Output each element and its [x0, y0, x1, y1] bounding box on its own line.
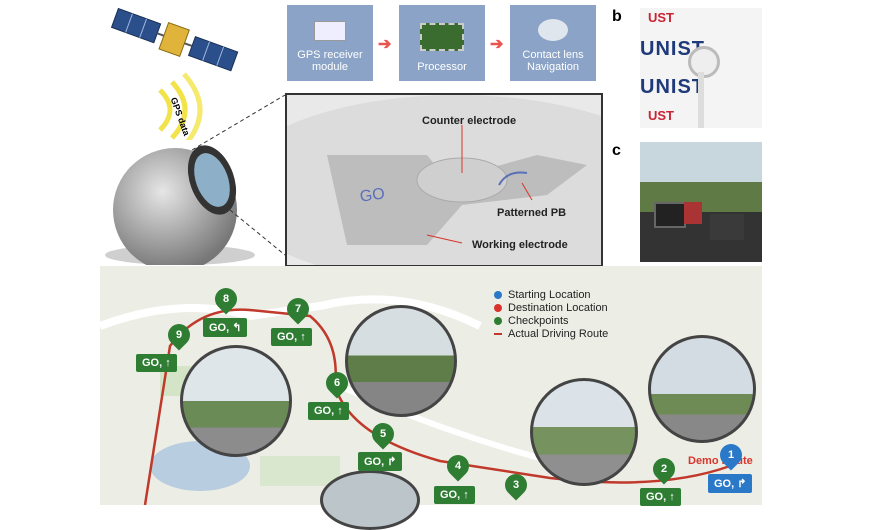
go-engraving: GO [358, 185, 386, 206]
logo-text-3: UNIST [640, 76, 705, 98]
checkpoint-7-tag: GO, ↑ [271, 328, 312, 346]
logo-text-2: UNIST [640, 38, 705, 60]
satellite-illustration [100, 7, 250, 78]
panel-c-photo [640, 142, 762, 262]
panel-b-photo: UST UNIST UNIST UST [640, 8, 762, 128]
checkpoint-4-tag: GO, ↑ [434, 486, 475, 504]
lens-icon [538, 19, 568, 41]
legend-checkpoints: Checkpoints [494, 314, 608, 327]
legend-route: Actual Driving Route [494, 327, 608, 340]
gps-receiver-box: GPS receiver module [287, 5, 373, 81]
road-photo-5 [320, 470, 420, 530]
flow-arrow-1: ➔ [378, 36, 392, 53]
flow-arrow-2: ➔ [490, 36, 504, 53]
logo-text-1: UST [648, 10, 674, 25]
legend-starting: Starting Location [494, 288, 608, 301]
legend-destination: Destination Location [494, 301, 608, 314]
panel-b-label: b [612, 8, 622, 25]
checkpoint-6-tag: GO, ↑ [308, 402, 349, 420]
patterned-pb-label: Patterned PB [497, 207, 567, 219]
road-photo-2 [345, 305, 457, 417]
counter-electrode-label: Counter electrode [422, 115, 517, 127]
checkpoint-1-tag: GO, ↱ [708, 474, 753, 493]
road-photo-4 [648, 335, 756, 443]
checkpoint-9-tag: GO, ↑ [136, 354, 177, 372]
signal-waves [150, 70, 240, 148]
gps-module-icon [314, 21, 346, 41]
road-photo-3 [530, 378, 638, 486]
contact-lens-box: Contact lens Navigation [510, 5, 596, 81]
lens-holder [688, 46, 720, 78]
panel-c-label: c [612, 142, 621, 159]
map-legend: Starting Location Destination Location C… [494, 288, 608, 340]
processor-box: Processor [399, 5, 485, 81]
road-photo-1 [180, 345, 292, 457]
logo-text-4: UST [648, 108, 674, 123]
lens-zoom-panel: GO Counter electrode Patterned PB Workin… [285, 93, 603, 267]
zoom-lines [191, 94, 286, 256]
working-electrode-label: Working electrode [472, 239, 568, 251]
checkpoint-5-tag: GO, ↱ [358, 452, 403, 471]
holder-stick [698, 72, 704, 128]
chip-icon [420, 23, 464, 51]
checkpoint-2-tag: GO, ↑ [640, 488, 681, 506]
eye-illustration [100, 140, 280, 272]
checkpoint-8-tag: GO, ↰ [203, 318, 248, 337]
